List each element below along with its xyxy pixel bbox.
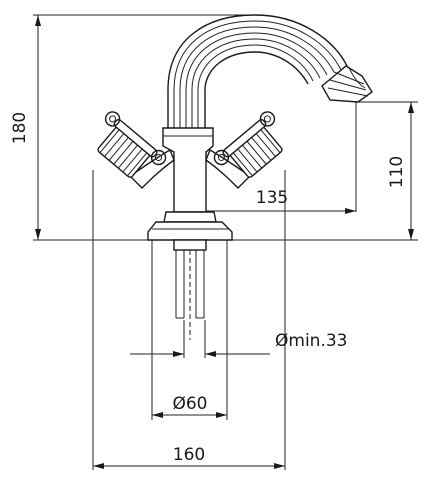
handle-width-label: 160: [173, 445, 205, 465]
left-handle: [97, 111, 175, 189]
right-handle: [205, 111, 283, 189]
spout: [167, 14, 373, 130]
faucet-body: [147, 127, 233, 241]
hose-min-label: Ømin.33: [275, 331, 347, 351]
dimension-lines: [35, 15, 414, 469]
spout-reach-label: 135: [256, 188, 288, 208]
spout-height-label: 110: [387, 156, 407, 188]
supply-hoses: [173, 239, 207, 340]
total-height-label: 180: [10, 112, 30, 144]
base-diameter-label: Ø60: [172, 394, 207, 414]
